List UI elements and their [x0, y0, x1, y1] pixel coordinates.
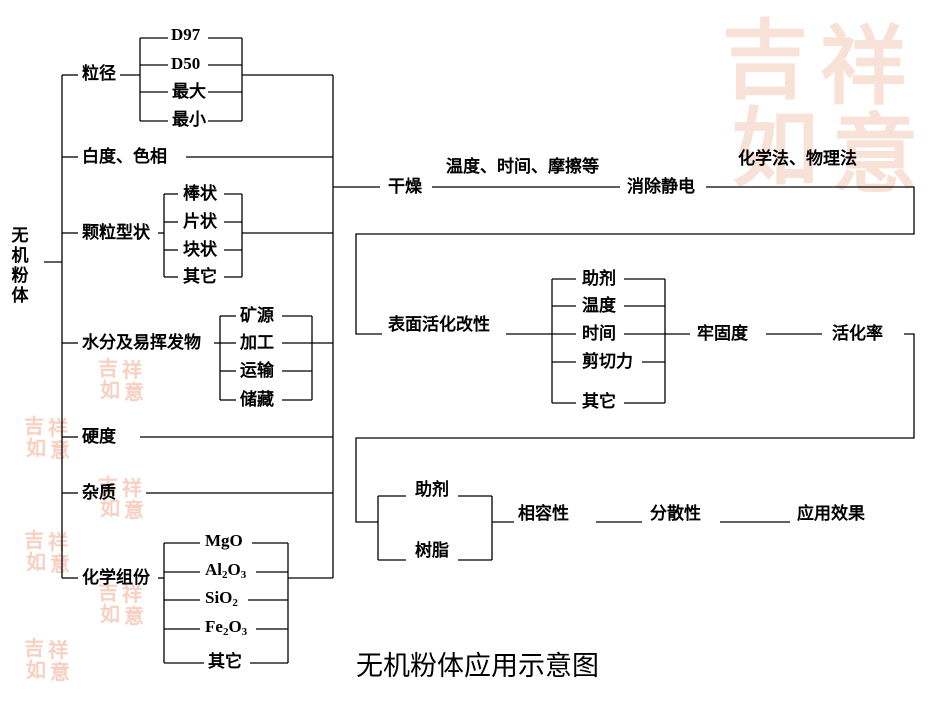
watermark-char: 如 — [100, 378, 120, 402]
item-other-chem: 其它 — [208, 652, 242, 672]
root-char: 体 — [11, 286, 29, 306]
watermark-small: 吉 祥 如 意 — [96, 576, 148, 628]
watermark-small: 吉 祥 如 意 — [22, 632, 74, 684]
step-activation-rate: 活化率 — [832, 324, 883, 344]
formula-part: MgO — [205, 531, 243, 550]
label-whiteness: 白度、色相 — [82, 147, 167, 167]
watermark-large: 吉 祥 如 意 — [722, 0, 937, 205]
watermark-char: 祥 — [820, 16, 906, 117]
label-moisture: 水分及易挥发物 — [82, 333, 201, 353]
note-drying: 温度、时间、摩擦等 — [446, 157, 599, 177]
step-antistatic: 消除静电 — [627, 177, 695, 197]
item-min: 最小 — [172, 110, 206, 130]
watermark-char: 意 — [124, 498, 144, 522]
item-d97: D97 — [171, 25, 201, 44]
formula-subscript: 2 — [222, 569, 228, 581]
formula-part: Fe — [205, 617, 223, 636]
step-activation: 表面活化改性 — [388, 315, 490, 335]
factor-other: 其它 — [582, 392, 616, 412]
diagram-title: 无机粉体应用示意图 — [356, 651, 599, 682]
step-application: 应用效果 — [797, 504, 865, 524]
item-al2o3: Al2O3 — [205, 559, 246, 581]
watermark-char: 吉 — [722, 10, 808, 111]
watermark-char: 如 — [100, 602, 120, 626]
watermark-char: 如 — [26, 658, 46, 682]
watermark-char: 如 — [26, 550, 46, 574]
note-antistatic: 化学法、物理法 — [738, 149, 857, 169]
watermark-char: 祥 — [122, 476, 142, 500]
label-particle-size: 粒径 — [82, 64, 116, 84]
formula-part: O — [227, 560, 241, 579]
watermark-char: 如 — [26, 436, 46, 460]
step-dispersion: 分散性 — [650, 504, 701, 524]
watermark-small: 吉 祥 如 意 — [96, 470, 148, 522]
item-sio2: SiO2 — [205, 587, 238, 609]
item-storage: 储藏 — [240, 390, 274, 410]
watermark-char: 意 — [50, 552, 70, 576]
watermark-small: 吉 祥 如 意 — [96, 352, 148, 404]
formula-subscript: 3 — [241, 626, 248, 638]
factor-additive: 助剂 — [582, 269, 616, 289]
step-compatibility: 相容性 — [518, 504, 569, 524]
watermark-char: 吉 — [24, 414, 44, 438]
watermark-char: 吉 — [98, 474, 118, 498]
step-firmness: 牢固度 — [697, 324, 748, 344]
watermark-char: 意 — [832, 104, 918, 205]
watermark-char: 吉 — [24, 636, 44, 660]
item-processing: 加工 — [240, 333, 274, 353]
item-max: 最大 — [172, 82, 206, 102]
watermark-char: 吉 — [98, 356, 118, 380]
watermark-char: 如 — [100, 496, 120, 520]
watermark-char: 吉 — [98, 580, 118, 604]
factor-shear: 剪切力 — [582, 352, 633, 372]
item-mgo: MgO — [205, 530, 243, 552]
watermark-char: 祥 — [122, 358, 142, 382]
root-char: 机 — [11, 246, 29, 266]
item-d50: D50 — [171, 54, 201, 73]
watermark-char: 祥 — [48, 638, 68, 662]
item-mine: 矿源 — [240, 306, 274, 326]
item-block: 块状 — [183, 240, 217, 260]
label-impurity: 杂质 — [82, 483, 116, 503]
label-hardness: 硬度 — [82, 427, 116, 447]
formula-subscript: 2 — [232, 597, 238, 609]
step-drying: 干燥 — [388, 177, 422, 197]
watermark-char: 祥 — [48, 416, 68, 440]
formula-part: SiO — [205, 588, 233, 607]
formula-subscript: 2 — [222, 626, 229, 638]
item-flake: 片状 — [183, 212, 217, 232]
item-other-shape: 其它 — [183, 267, 217, 287]
label-particle-shape: 颗粒型状 — [82, 223, 150, 243]
input-resin: 树脂 — [415, 541, 449, 561]
watermark-small: 吉 祥 如 意 — [22, 524, 74, 576]
watermark-char: 意 — [124, 380, 144, 404]
item-transport: 运输 — [240, 361, 274, 381]
root-label: 无 机 粉 体 — [10, 226, 30, 306]
watermark-char: 意 — [124, 604, 144, 628]
watermark-char: 祥 — [122, 582, 142, 606]
item-fe2o3: Fe2O3 — [205, 616, 247, 638]
watermark-char: 意 — [50, 438, 70, 462]
formula-subscript: 3 — [240, 569, 247, 581]
label-chemistry: 化学组份 — [82, 568, 150, 588]
item-rod: 棒状 — [183, 184, 217, 204]
formula-part: Al — [205, 560, 222, 579]
formula-part: O — [228, 617, 242, 636]
watermark-small: 吉 祥 如 意 — [22, 410, 74, 462]
watermark-char: 吉 — [24, 528, 44, 552]
root-char: 粉 — [11, 266, 29, 286]
watermark-char: 祥 — [48, 530, 68, 554]
watermark-char: 如 — [732, 98, 818, 199]
factor-temperature: 温度 — [582, 296, 616, 316]
root-char: 无 — [11, 226, 29, 246]
input-additive: 助剂 — [415, 480, 449, 500]
watermark-char: 意 — [50, 660, 70, 684]
factor-time: 时间 — [582, 324, 616, 344]
